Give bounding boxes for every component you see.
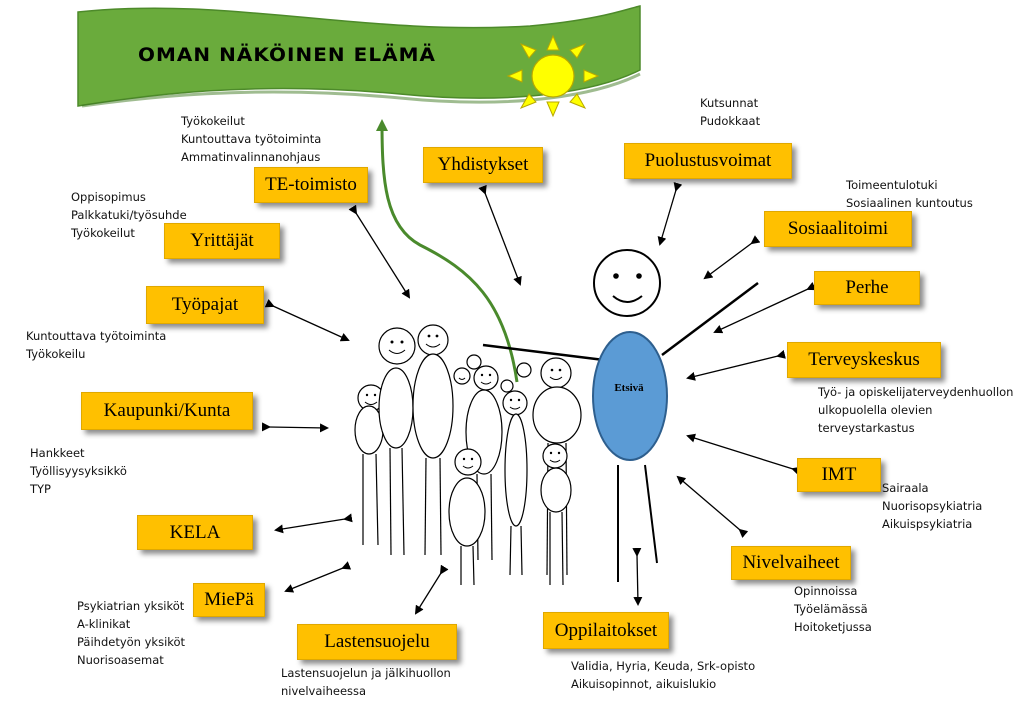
box-lastensuojelu: Lastensuojelu (297, 624, 457, 660)
box-yhdistykset: Yhdistykset (423, 147, 543, 183)
connector-arrows (261, 182, 817, 615)
box-te-toimisto: TE-toimisto (254, 167, 368, 203)
banner-title: OMAN NÄKÖINEN ELÄMÄ (138, 44, 436, 66)
box-kaupunki-kunta: Kaupunki/Kunta (81, 392, 253, 430)
etsiva-label: Etsivä (614, 382, 644, 394)
box-tyopajat: Työpajat (146, 286, 264, 324)
growth-arrow (376, 119, 519, 383)
etsiva-figure (482, 249, 759, 582)
box-miepa: MiePä (193, 583, 265, 617)
etsiva-body (592, 331, 668, 461)
box-imt: IMT (797, 458, 881, 492)
banner-flag (77, 5, 641, 107)
box-sosiaalitoimi: Sosiaalitoimi (764, 211, 912, 247)
box-nivelvaiheet: Nivelvaiheet (731, 546, 851, 580)
box-perhe: Perhe (814, 271, 920, 305)
box-oppilaitokset: Oppilaitokset (543, 612, 669, 649)
box-terveyskeskus: Terveyskeskus (787, 342, 941, 378)
sun-icon (506, 34, 600, 118)
box-kela: KELA (137, 515, 253, 550)
box-yrittajat: Yrittäjät (164, 223, 280, 259)
youth-group-figures (354, 324, 582, 586)
box-puolustusvoimat: Puolustusvoimat (624, 143, 792, 179)
